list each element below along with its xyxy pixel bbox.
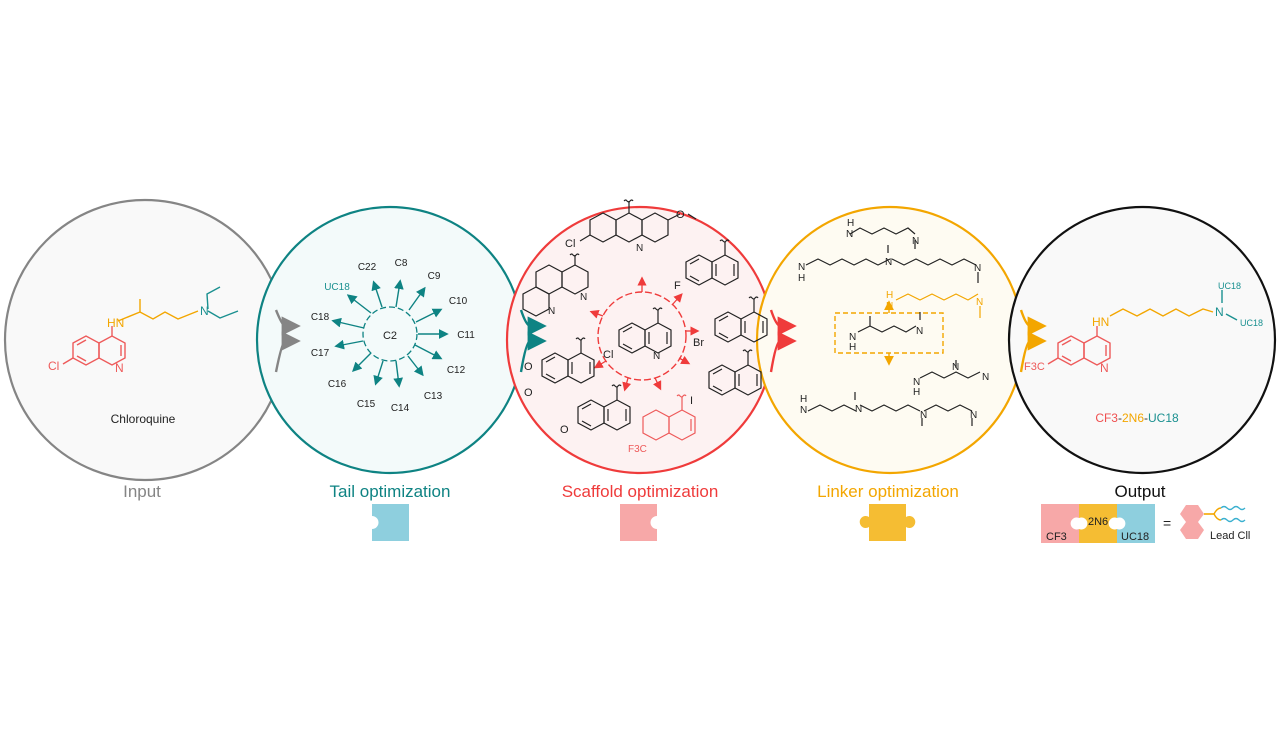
input-circle [3, 198, 287, 482]
svg-text:N: N [916, 326, 923, 337]
stage-title-tail: Tail optimization [330, 482, 451, 501]
legend-piece-uc18: UC18 [1121, 531, 1149, 543]
scaffold-center-cl: Cl [603, 349, 613, 361]
svg-text:N: N [849, 332, 856, 343]
tail-label-c10: C10 [449, 296, 468, 307]
tail-label-c22: C22 [358, 262, 377, 273]
puzzle-piece-scaffold-icon [620, 504, 657, 541]
linker-circle [755, 205, 1025, 475]
stage-title-linker: Linker optimization [817, 482, 959, 501]
atom-n-tail: N [200, 304, 209, 318]
legend-piece-2n6: 2N6 [1088, 516, 1108, 528]
scaffold-variants: Cl N O Cl N N N F Br [522, 199, 768, 455]
svg-text:N: N [636, 243, 643, 254]
legend-equals: = [1163, 515, 1171, 531]
svg-text:H: H [886, 290, 893, 301]
linker-atom-labels: HN N NH N N HN N NH N NH N N HN N N N [798, 218, 989, 421]
tail-label-c12: C12 [447, 365, 466, 376]
tail-label-c11: C11 [457, 330, 475, 341]
lead-head-icon [1180, 505, 1204, 539]
legend-result-label: Lead Cll [1210, 530, 1250, 542]
svg-text:N: N [982, 372, 989, 383]
scaffold-acridine-cl: Cl [565, 238, 575, 250]
svg-text:O: O [560, 424, 569, 436]
output-atom-f3c: F3C [1024, 361, 1045, 373]
output-legend: CF3 2N6 UC18 = Lead Cll [1041, 504, 1250, 543]
tail-radial-diagram: C2 C8 C9 C10 C11 C12 C13 C14 C15 C16 C17… [311, 258, 475, 414]
atom-cl: Cl [48, 359, 59, 373]
svg-text:H: H [913, 387, 920, 398]
tail-label-c18: C18 [311, 312, 330, 323]
output-atom-hn: HN [1092, 315, 1109, 329]
scaffold-br: Br [693, 337, 704, 349]
stage-title-input: Input [123, 482, 161, 501]
atom-n: N [653, 351, 660, 362]
svg-text:N: N [798, 262, 805, 273]
tail-label-c8: C8 [395, 258, 408, 269]
scaffold-f3c: F3C [628, 444, 647, 455]
output-circle [1007, 205, 1277, 475]
svg-text:N: N [913, 377, 920, 388]
output-atom-uc18-right: UC18 [1240, 318, 1263, 328]
svg-text:H: H [849, 342, 856, 353]
svg-text:O: O [524, 387, 533, 399]
tail-label-c17: C17 [311, 348, 330, 359]
puzzle-piece-linker-icon [859, 504, 916, 541]
svg-text:N: N [846, 229, 853, 240]
output-atom-n: N [1215, 305, 1224, 319]
svg-text:O: O [524, 361, 533, 373]
tail-label-c14: C14 [391, 403, 410, 414]
scaffold-f: F [674, 280, 681, 292]
svg-text:N: N [548, 306, 555, 317]
svg-text:H: H [800, 394, 807, 405]
puzzle-piece-tail-icon [372, 504, 409, 541]
tail-label-c16: C16 [328, 379, 347, 390]
connector-arrows [274, 309, 1047, 373]
atom-hn: HN [107, 316, 124, 330]
svg-text:N: N [886, 301, 893, 312]
svg-text:N: N [580, 292, 587, 303]
stage-title-scaffold: Scaffold optimization [562, 482, 719, 501]
svg-text:N: N [912, 236, 919, 247]
output-atom-uc18-top: UC18 [1218, 281, 1241, 291]
tail-label-c13: C13 [424, 391, 443, 402]
atom-n-ring: N [115, 361, 124, 375]
svg-text:H: H [798, 273, 805, 284]
svg-text:N: N [920, 410, 927, 421]
tail-center-label: C2 [383, 330, 397, 342]
molecule-name-chloroquine: Chloroquine [111, 412, 176, 426]
tail-label-uc18: UC18 [324, 282, 350, 293]
output-molecule: F3C N HN N UC18 UC18 CF3-2N6-UC18 [1024, 281, 1263, 425]
legend-piece-cf3: CF3 [1046, 531, 1067, 543]
stage-title-output: Output [1114, 482, 1165, 501]
svg-text:N: N [976, 297, 983, 308]
scaffold-i: I [690, 395, 693, 407]
svg-text:H: H [847, 218, 854, 229]
svg-text:O: O [676, 209, 685, 221]
output-atom-n-ring: N [1100, 361, 1109, 375]
svg-text:N: N [970, 410, 977, 421]
svg-text:N: N [974, 263, 981, 274]
output-compound-name: CF3-2N6-UC18 [1095, 411, 1179, 425]
svg-text:N: N [800, 405, 807, 416]
tail-label-c15: C15 [357, 399, 376, 410]
chloroquine-structure: Cl N HN N Chloroquine [48, 286, 239, 426]
svg-text:N: N [855, 404, 862, 415]
linker-variants [805, 227, 981, 426]
tail-label-c9: C9 [428, 271, 441, 282]
svg-text:N: N [885, 257, 892, 268]
svg-text:N: N [952, 362, 959, 373]
